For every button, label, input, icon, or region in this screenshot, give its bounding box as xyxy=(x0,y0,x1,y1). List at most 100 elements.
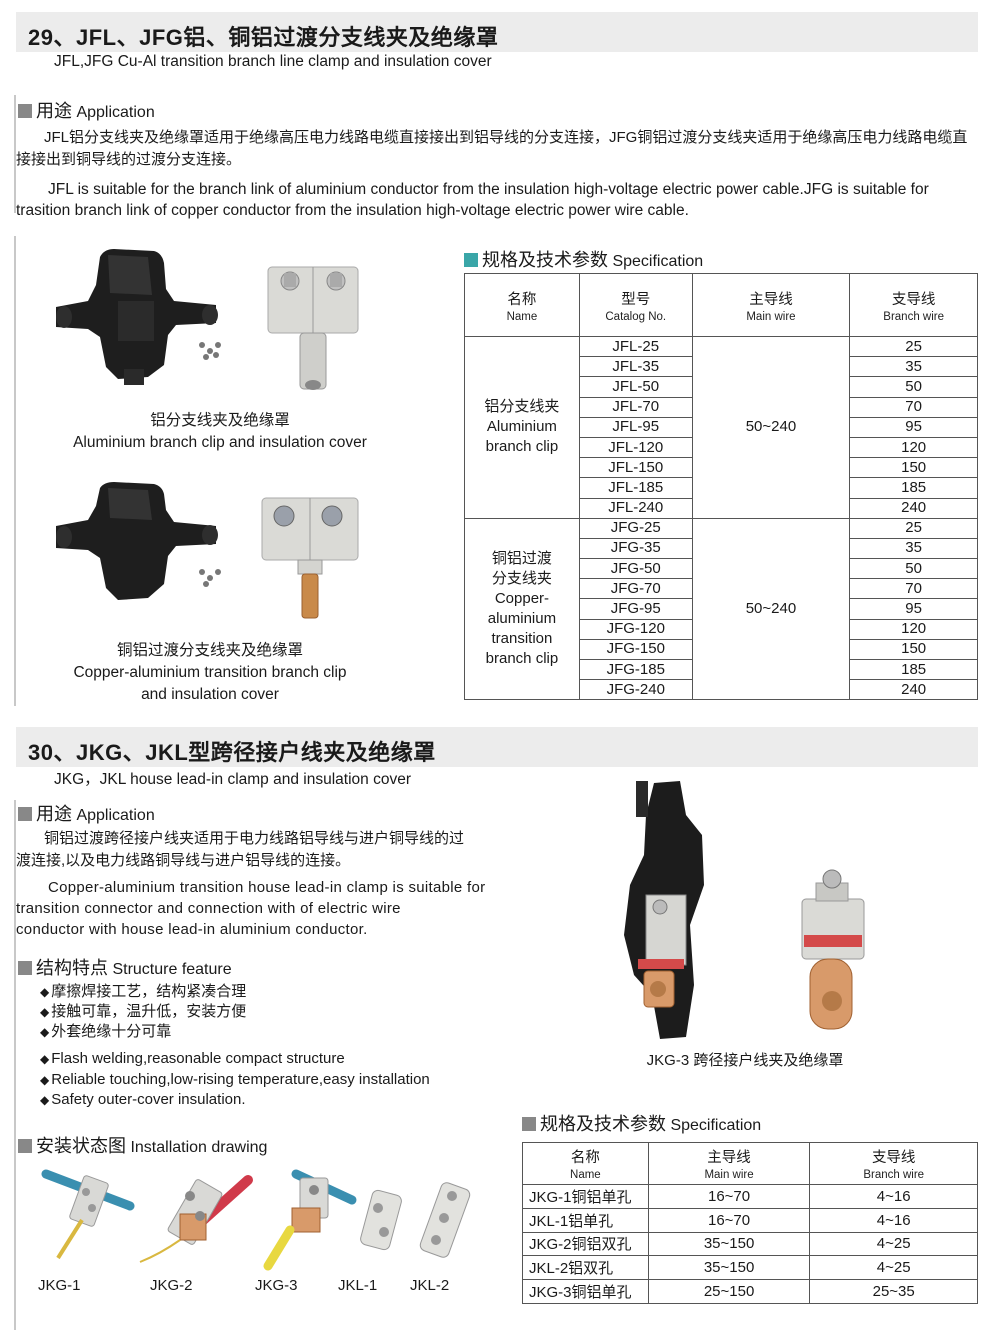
section-30-title: 30、JKG、JKL型跨径接户线夹及绝缘罩 xyxy=(28,740,436,765)
square-bullet-icon xyxy=(522,1117,536,1131)
section-30-spec-heading: 规格及技术参数 Specification xyxy=(522,1110,761,1136)
table-row: JFL-70 70 xyxy=(465,396,978,418)
main-wire-cell: 16~70 xyxy=(647,1184,811,1209)
caption-copper-aluminium-clip-en-1: Copper-aluminium transition branch clip xyxy=(73,664,347,681)
list-item: Safety outer-cover insulation. xyxy=(40,1090,430,1111)
product-name-line: branch clip xyxy=(485,650,559,668)
section-30-subtitle: JKG，JKL house lead-in clamp and insulati… xyxy=(54,771,411,788)
section-29-spec-heading: 规格及技术参数 Specification xyxy=(464,246,703,272)
square-bullet-icon xyxy=(18,1139,32,1153)
branch-wire-cell: 150 xyxy=(849,638,978,661)
section-29-application-heading: 用途 Application xyxy=(18,97,155,123)
caption-aluminium-clip-en: Aluminium branch clip and insulation cov… xyxy=(73,434,367,451)
name-cell: JKG-2铜铝双孔 xyxy=(522,1231,649,1257)
name-cell: JKG-3铜铝单孔 xyxy=(522,1279,649,1304)
branch-wire-cell: 120 xyxy=(849,436,978,459)
list-item: Reliable touching,low-rising temperature… xyxy=(40,1070,430,1091)
section-29-paragraph-zh: JFL铝分支线夹及绝缘罩适用于绝缘高压电力线路电缆直接接出到铝导线的分支连接，J… xyxy=(16,129,968,168)
catalog-no-cell: JFG-95 xyxy=(578,598,693,620)
product-name-line: Aluminium xyxy=(486,418,557,436)
branch-wire-cell: 25~35 xyxy=(809,1279,978,1304)
catalog-no-cell: JFG-185 xyxy=(578,658,693,681)
left-rule xyxy=(14,95,16,213)
main-wire-cell: 50~240 xyxy=(691,336,851,519)
product-name-line: aluminium xyxy=(487,610,557,628)
main-wire-cell: 50~240 xyxy=(691,517,851,701)
catalog-no-cell: JFG-150 xyxy=(578,638,693,661)
left-rule xyxy=(14,800,16,1330)
install-label-jkg-1: JKG-1 xyxy=(38,1277,81,1294)
main-wire-cell: 16~70 xyxy=(647,1207,811,1233)
branch-wire-cell: 95 xyxy=(849,416,978,438)
catalog-no-cell: JFL-70 xyxy=(578,396,693,418)
jkg-3-product-image xyxy=(624,781,865,1039)
main-wire-cell: 25~150 xyxy=(647,1279,811,1304)
install-label-jkg-2: JKG-2 xyxy=(150,1277,193,1294)
section-30-paragraph-zh-line-2: 渡连接,以及电力线路铜导线与进户铝导线的连接。 xyxy=(16,852,351,869)
branch-wire-cell: 70 xyxy=(849,396,978,418)
jkg-2-drawing xyxy=(139,1175,253,1263)
caption-copper-aluminium-clip: 铜铝过渡分支线夹及绝缘罩 Copper-aluminium transition… xyxy=(40,640,380,706)
caption-aluminium-clip: 铝分支线夹及绝缘罩 Aluminium branch clip and insu… xyxy=(40,410,400,454)
branch-wire-cell: 25 xyxy=(849,335,978,358)
section-30-paragraph-zh: 铜铝过渡跨径接户线夹适用于电力线路铝导线与进户铜导线的过 渡连接,以及电力线路铜… xyxy=(16,828,516,872)
caption-copper-aluminium-clip-en-2: and insulation cover xyxy=(141,686,279,703)
list-item: Flash welding,reasonable compact structu… xyxy=(40,1049,430,1070)
installation-drawing-heading: 安装状态图 Installation drawing xyxy=(18,1132,267,1158)
jkl-1-drawing xyxy=(360,1189,402,1251)
caption-copper-aluminium-clip-zh: 铜铝过渡分支线夹及绝缘罩 xyxy=(116,642,303,659)
jkg-3-photo-caption: JKG-3 跨径接户线夹及绝缘罩 xyxy=(646,1052,844,1069)
section-29-header-bar xyxy=(16,12,978,52)
catalog-no-cell: JFL-95 xyxy=(578,416,693,438)
branch-wire-cell: 240 xyxy=(849,497,978,519)
catalog-no-cell: JFL-150 xyxy=(578,457,693,479)
features-zh-list: 摩擦焊接工艺，结构紧凑合理 接触可靠，温升低，安装方便 外套绝缘十分可靠 xyxy=(40,982,246,1042)
aluminium-branch-clip-image xyxy=(56,249,359,390)
product-name-line: 铜铝过渡 xyxy=(491,550,552,568)
product-name-cell: 铝分支线夹 Aluminium branch clip xyxy=(464,336,580,519)
installation-drawings xyxy=(41,1169,471,1271)
branch-wire-cell: 4~16 xyxy=(809,1207,978,1233)
square-bullet-icon xyxy=(18,961,32,975)
catalog-no-cell: JFL-35 xyxy=(578,356,693,378)
branch-wire-cell: 4~16 xyxy=(809,1184,978,1209)
product-name-line: 铝分支线夹 xyxy=(484,398,560,416)
list-item: 摩擦焊接工艺，结构紧凑合理 xyxy=(40,982,246,1002)
catalog-no-cell: JFG-25 xyxy=(578,517,693,539)
section-29-title: 29、JFL、JFG铝、铜铝过渡分支线夹及绝缘罩 xyxy=(28,25,499,50)
section-30-application-heading: 用途 Application xyxy=(18,800,155,826)
features-en-list: Flash welding,reasonable compact structu… xyxy=(40,1049,430,1111)
catalog-no-cell: JFG-70 xyxy=(578,578,693,600)
table-row: JFG-95 95 xyxy=(465,598,978,620)
jkg-1-drawing xyxy=(41,1169,135,1260)
catalog-no-cell: JFG-240 xyxy=(578,679,693,701)
square-bullet-icon xyxy=(18,104,32,118)
install-label-jkg-3: JKG-3 xyxy=(255,1277,298,1294)
section-30-paragraph-en-line-1: Copper-aluminium transition house lead-i… xyxy=(48,879,486,896)
square-bullet-icon xyxy=(18,807,32,821)
catalog-no-cell: JFG-120 xyxy=(578,618,693,640)
product-name-line: branch clip xyxy=(485,438,559,456)
branch-wire-cell: 35 xyxy=(849,537,978,560)
section-30-paragraph-zh-line-1: 铜铝过渡跨径接户线夹适用于电力线路铝导线与进户铜导线的过 xyxy=(44,830,465,847)
branch-wire-cell: 95 xyxy=(849,598,978,620)
section-30-paragraph-en: Copper-aluminium transition house lead-i… xyxy=(16,877,516,940)
section-30-header-bar xyxy=(16,727,978,767)
main-wire-cell: 35~150 xyxy=(647,1255,811,1281)
product-name-line: 分支线夹 xyxy=(491,570,552,588)
catalog-no-cell: JFL-25 xyxy=(578,335,693,358)
